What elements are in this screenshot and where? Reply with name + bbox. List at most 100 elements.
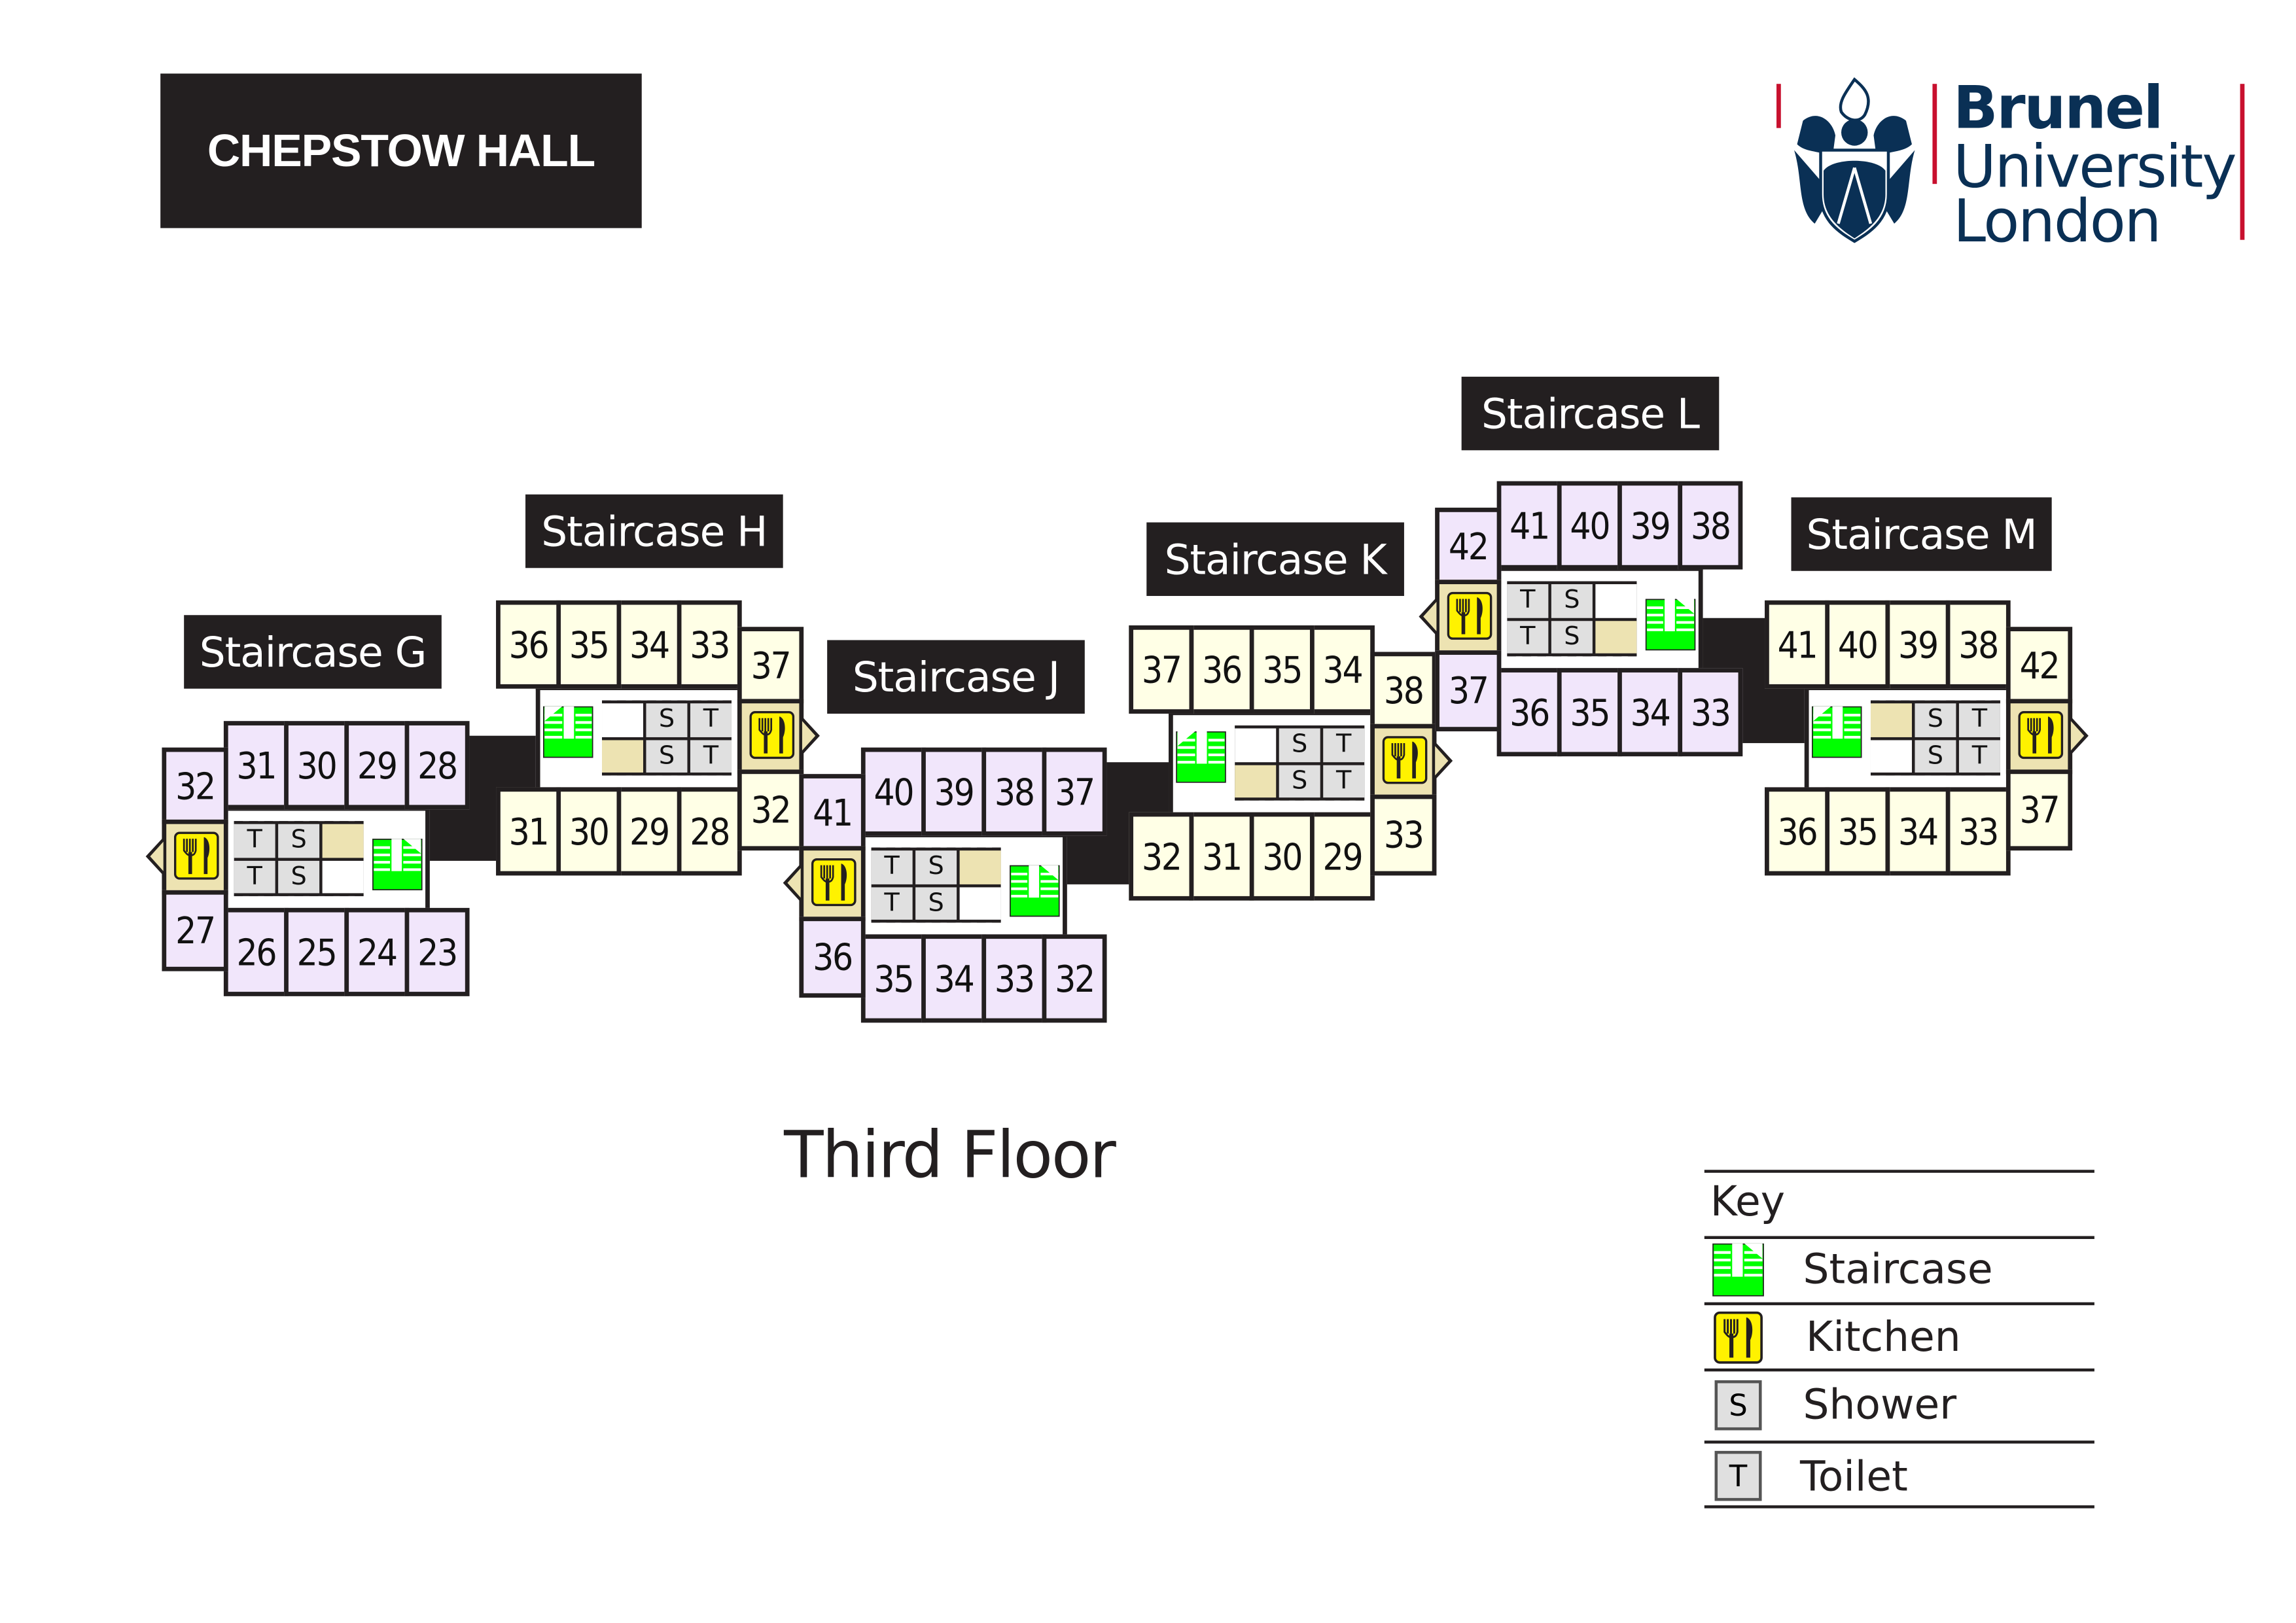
utility-cell xyxy=(1235,728,1277,762)
room: 42 xyxy=(2005,627,2073,704)
toilet-cell: T xyxy=(1323,764,1365,798)
staircase-label-g: Staircase G xyxy=(184,615,442,689)
toilet-cell: T xyxy=(1323,728,1365,762)
logo-bar xyxy=(1932,84,1937,184)
room: 37 xyxy=(1435,650,1502,731)
room: 29 xyxy=(616,787,682,876)
shower-icon: S xyxy=(1714,1380,1762,1431)
room: 41 xyxy=(1765,600,1830,689)
toilet-icon: T xyxy=(1714,1450,1762,1501)
floor-title: Third Floor xyxy=(784,1118,1116,1194)
room: 42 xyxy=(1435,508,1502,585)
utility-cell xyxy=(322,824,364,858)
room: 38 xyxy=(1678,481,1743,570)
key-label-shower: Shower xyxy=(1803,1380,1957,1429)
kitchen-icon xyxy=(2018,710,2064,759)
utility-cell xyxy=(1595,620,1637,654)
utility-cell xyxy=(1235,764,1277,798)
shower-cell: S xyxy=(915,886,957,920)
room: 34 xyxy=(616,600,682,689)
room: 41 xyxy=(799,774,866,851)
room: 37 xyxy=(737,627,804,704)
shower-cell: S xyxy=(1279,764,1320,798)
utility-cell xyxy=(1595,584,1637,618)
room: 35 xyxy=(556,600,622,689)
room: 36 xyxy=(496,600,561,689)
room: 37 xyxy=(1129,625,1194,714)
room: 23 xyxy=(404,907,470,996)
toilet-cell: T xyxy=(1958,739,2000,773)
utility-cell xyxy=(1870,739,1912,773)
toilet-cell: T xyxy=(1507,584,1549,618)
room: 24 xyxy=(344,907,410,996)
room: 38 xyxy=(981,747,1047,836)
room: 33 xyxy=(1678,668,1743,757)
room: 34 xyxy=(1309,625,1375,714)
room: 35 xyxy=(860,934,926,1023)
shower-cell: S xyxy=(915,850,957,884)
room: 41 xyxy=(1496,481,1562,570)
shower-cell: S xyxy=(1915,703,1956,737)
staircase-icon xyxy=(1812,707,1862,758)
toilet-cell: T xyxy=(690,739,732,773)
shower-cell: S xyxy=(278,860,320,894)
room: 39 xyxy=(1885,600,1951,689)
kitchen-icon xyxy=(749,710,795,759)
staircase-label-l: Staircase L xyxy=(1461,376,1720,451)
logo-brunel: Brunel xyxy=(1952,75,2164,143)
room: 33 xyxy=(677,600,742,689)
room: 40 xyxy=(1557,481,1622,570)
room: 38 xyxy=(1370,652,1437,729)
room: 33 xyxy=(1945,787,2011,876)
hall-title: CHEPSTOW HALL xyxy=(160,73,642,228)
toilet-cell: T xyxy=(234,824,275,858)
shower-cell: S xyxy=(1551,620,1593,654)
room: 33 xyxy=(1370,794,1437,876)
room: 29 xyxy=(344,721,410,810)
entrance-arrow xyxy=(1419,597,1437,636)
room: 35 xyxy=(1557,668,1622,757)
kitchen xyxy=(1419,580,1502,655)
room: 26 xyxy=(223,907,289,996)
kitchen xyxy=(737,699,820,775)
logo-london: London xyxy=(1952,188,2162,256)
room: 40 xyxy=(1825,600,1890,689)
room: 40 xyxy=(860,747,926,836)
entrance-arrow xyxy=(802,716,820,755)
room: 36 xyxy=(799,916,866,998)
toilet-cell: T xyxy=(690,703,732,737)
room: 28 xyxy=(404,721,470,810)
staircase-icon xyxy=(1010,865,1059,917)
room: 37 xyxy=(2005,769,2073,851)
kitchen xyxy=(1370,724,1453,799)
kitchen-icon xyxy=(1382,736,1428,784)
toilet-cell: T xyxy=(234,860,275,894)
key-divider xyxy=(1704,1302,2094,1306)
room: 37 xyxy=(1042,747,1107,836)
key-divider xyxy=(1704,1440,2094,1444)
staircase-icon xyxy=(1176,731,1226,783)
key-divider xyxy=(1704,1368,2094,1372)
room: 39 xyxy=(1617,481,1683,570)
key-divider xyxy=(1704,1170,2094,1173)
room: 34 xyxy=(921,934,987,1023)
room: 33 xyxy=(981,934,1047,1023)
kitchen xyxy=(145,819,228,895)
room: 39 xyxy=(921,747,987,836)
utility-cell xyxy=(1870,703,1912,737)
shower-cell: S xyxy=(646,739,688,773)
logo-bar xyxy=(1776,84,1781,128)
room: 35 xyxy=(1249,625,1315,714)
key-title: Key xyxy=(1710,1177,1785,1226)
room: 32 xyxy=(737,769,804,851)
room: 36 xyxy=(1765,787,1830,876)
entrance-arrow xyxy=(2070,716,2089,755)
